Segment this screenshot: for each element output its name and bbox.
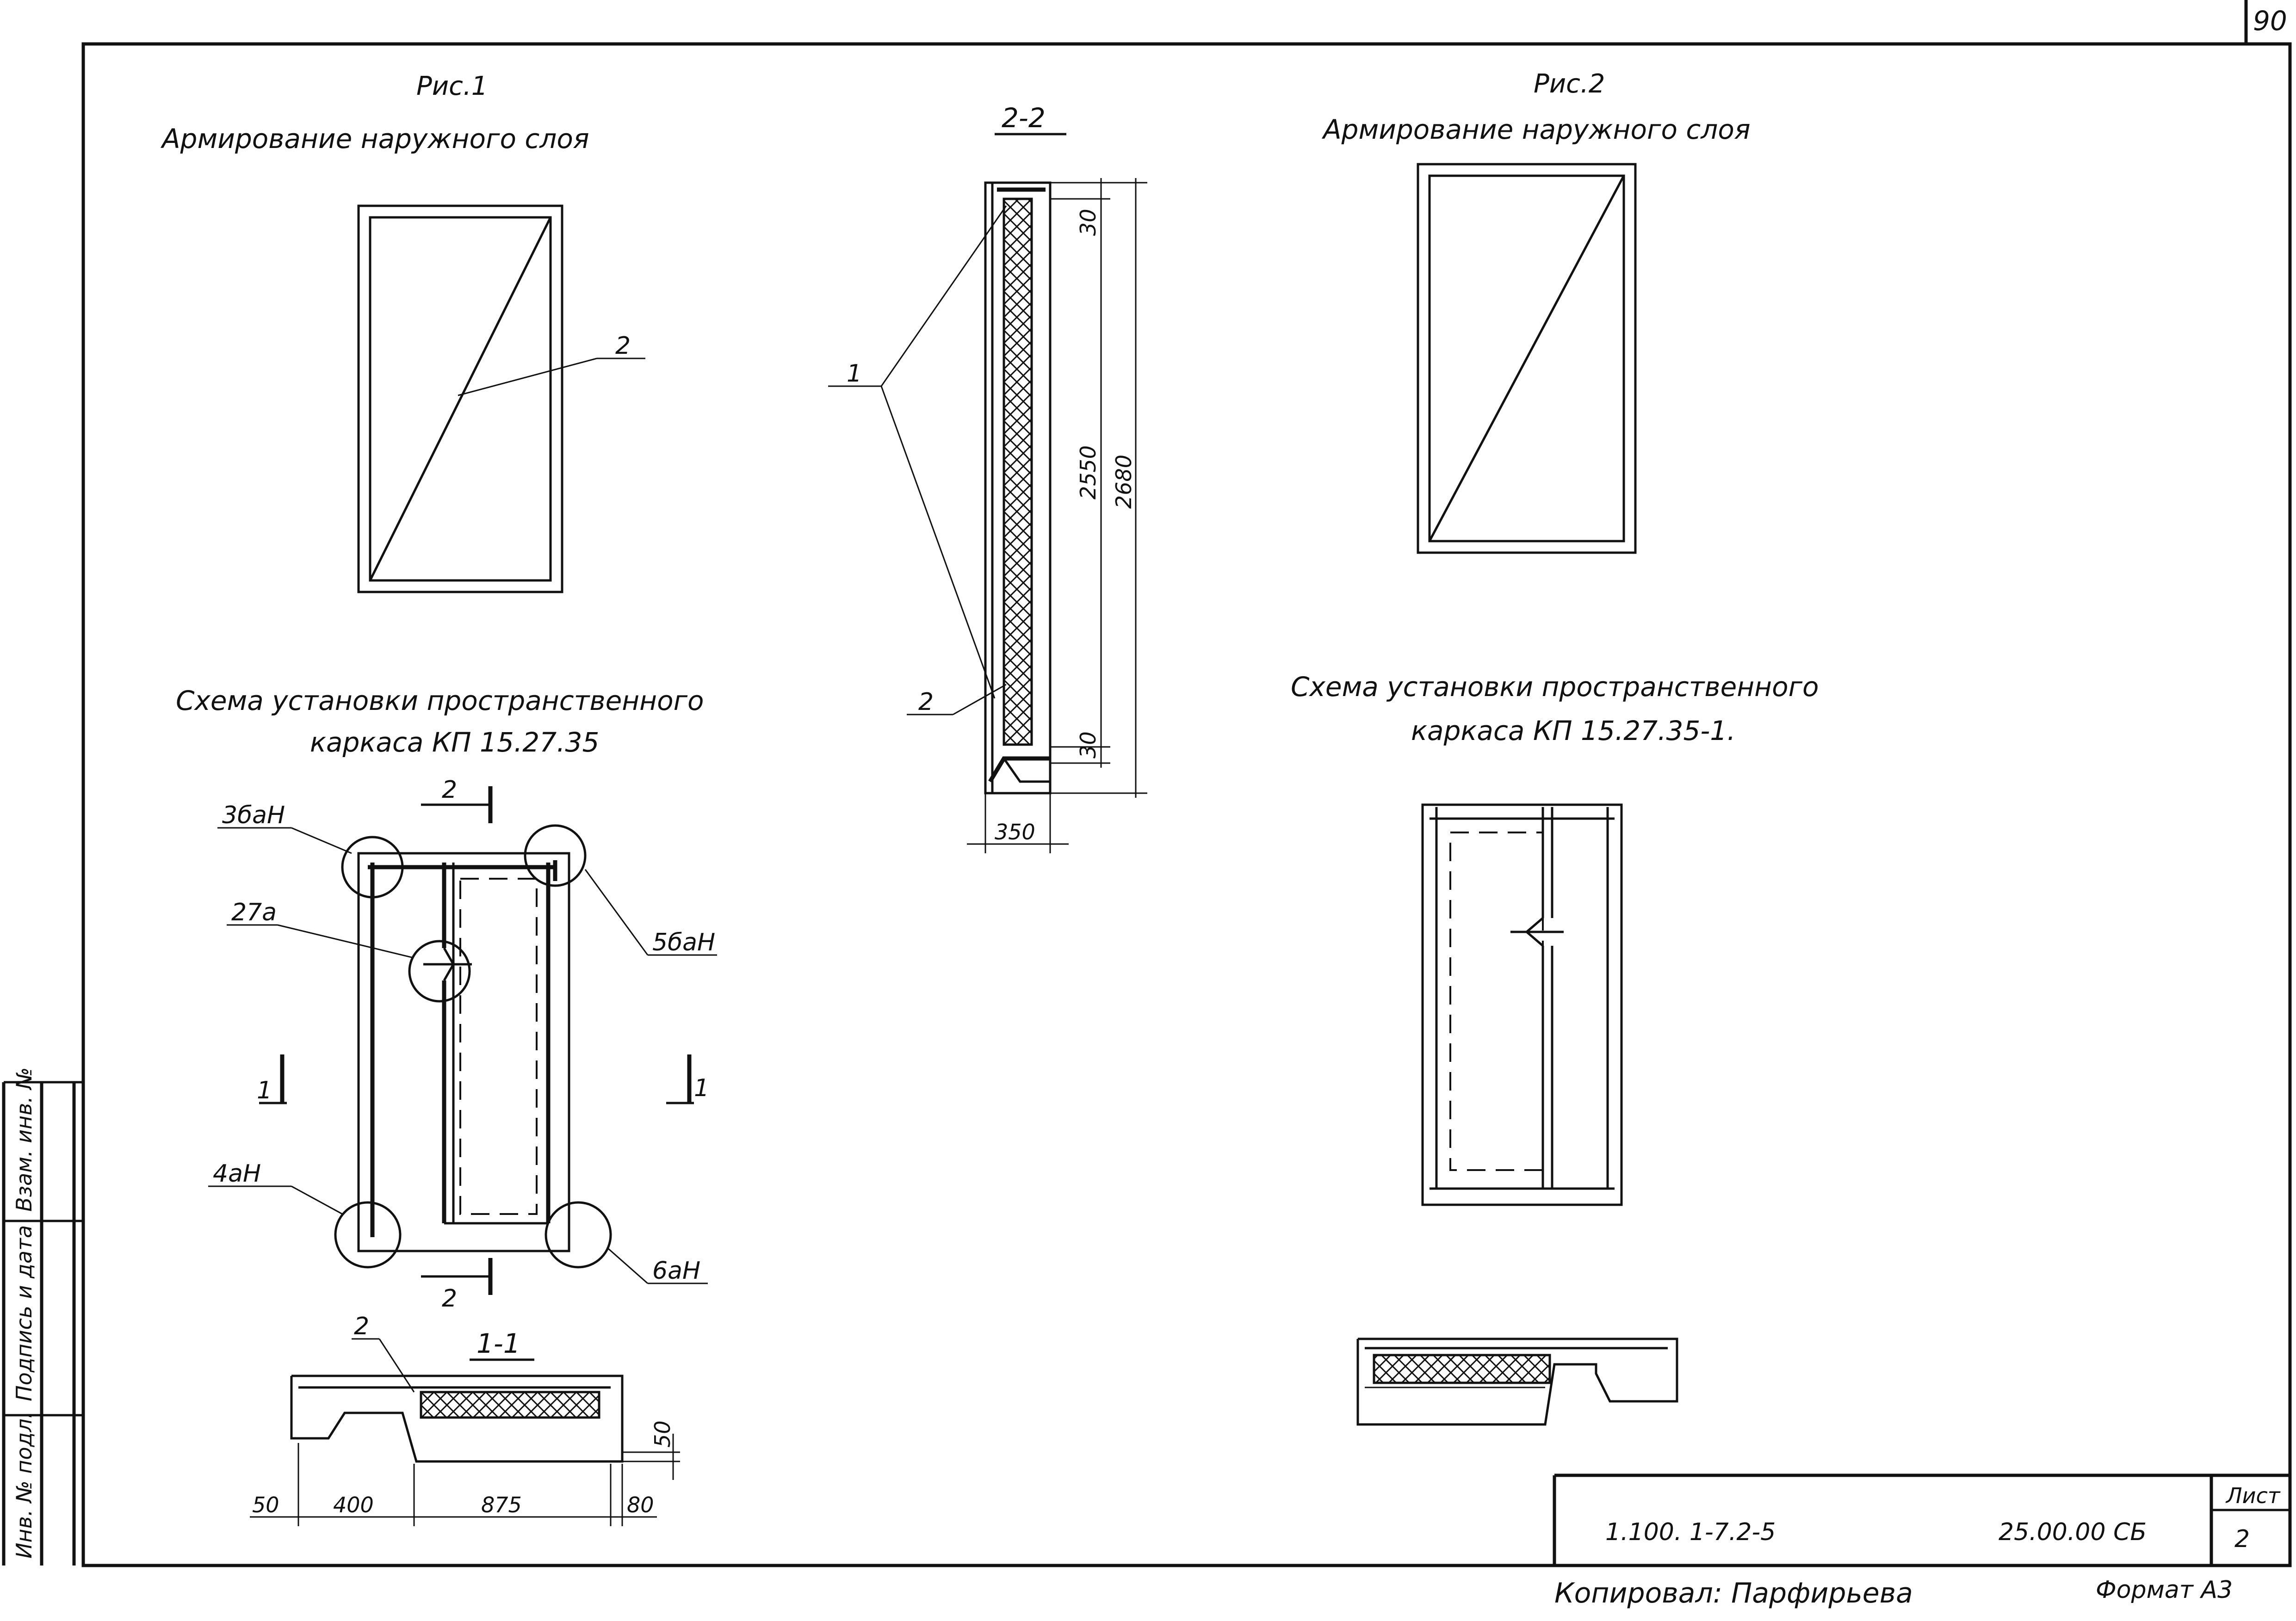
- corner-sheet-number: 90: [2253, 5, 2287, 37]
- fig1-caption: Рис.1: [416, 71, 488, 101]
- side-stamp-inv-orig: Инв. № подл.: [12, 1412, 37, 1559]
- fig2-caption: Рис.2: [1534, 69, 1605, 99]
- scheme1-cut-1-left: 1: [257, 1077, 272, 1104]
- sheet-format: Формат А3: [2096, 1576, 2233, 1604]
- document-code: 1.100. 1-7.2-5: [1605, 1518, 1776, 1546]
- scheme2-title-line2: каркаса КП 15.27.35-1.: [1411, 715, 1736, 746]
- copied-by: Копировал: Парфирьева: [1554, 1577, 1913, 1609]
- fig1-title: Армирование наружного слоя: [160, 123, 589, 154]
- scheme1-cut-1-right: 1: [694, 1074, 709, 1102]
- section11-dim-400: 400: [333, 1492, 374, 1517]
- fig1-panel: [357, 204, 645, 593]
- scheme2-plan: [1421, 803, 1623, 1206]
- section22-body: [828, 178, 1147, 853]
- section22-dim-350: 350: [995, 820, 1035, 844]
- sheet-label: Лист: [2225, 1483, 2281, 1508]
- scheme2-title-line1: Схема установки пространственного: [1291, 671, 1819, 703]
- fig2-title: Армирование наружного слоя: [1321, 114, 1751, 145]
- scheme1-node-27a: 27а: [231, 899, 277, 926]
- section22-leader-2: 2: [918, 688, 934, 716]
- section11-dim-875: 875: [481, 1492, 522, 1517]
- sheet-frame: [81, 0, 2292, 1567]
- section22-dim-30-bottom: 30: [1076, 731, 1101, 758]
- scheme2-section: [1356, 1337, 1678, 1426]
- section11-dim-50-left: 50: [252, 1492, 279, 1517]
- section11-body: [250, 1338, 680, 1526]
- side-stamp-replace-inv: Взам. инв. №: [12, 1067, 37, 1212]
- section11-leader-2: 2: [354, 1313, 369, 1340]
- section11-dim-80: 80: [627, 1492, 654, 1517]
- section22-title: 2-2: [1002, 102, 1046, 134]
- title-block: [1553, 1473, 2290, 1566]
- item-code: 25.00.00 СБ: [1999, 1518, 2147, 1546]
- scheme1-node-3ban: 3баН: [222, 801, 285, 829]
- section11-title: 1-1: [477, 1328, 520, 1359]
- side-stamp: [2, 1081, 83, 1566]
- section11-dim-50-right: 50: [650, 1420, 675, 1448]
- scheme1-node-4an: 4аН: [213, 1160, 261, 1188]
- scheme1-node-6an: 6аН: [652, 1257, 700, 1285]
- fig1-leader-2: 2: [615, 332, 631, 360]
- scheme1-cut-2-bottom: 2: [442, 1285, 457, 1313]
- section22-leader-1: 1: [847, 360, 862, 388]
- fig2-panel: [1417, 163, 1637, 554]
- section22-dim-30-top: 30: [1076, 209, 1101, 236]
- scheme1-title-line2: каркаса КП 15.27.35: [310, 727, 599, 758]
- scheme1-title-line1: Схема установки пространственного: [176, 685, 704, 716]
- section22-dim-2680: 2680: [1111, 455, 1136, 509]
- scheme1-cut-2-top: 2: [442, 776, 457, 804]
- sheet-number: 2: [2234, 1525, 2250, 1553]
- side-stamp-sign-date: Подпись и дата: [12, 1225, 37, 1401]
- scheme1-plan: [208, 786, 717, 1295]
- section22-dim-2550: 2550: [1076, 445, 1101, 499]
- scheme1-node-5ban: 5баН: [652, 929, 715, 956]
